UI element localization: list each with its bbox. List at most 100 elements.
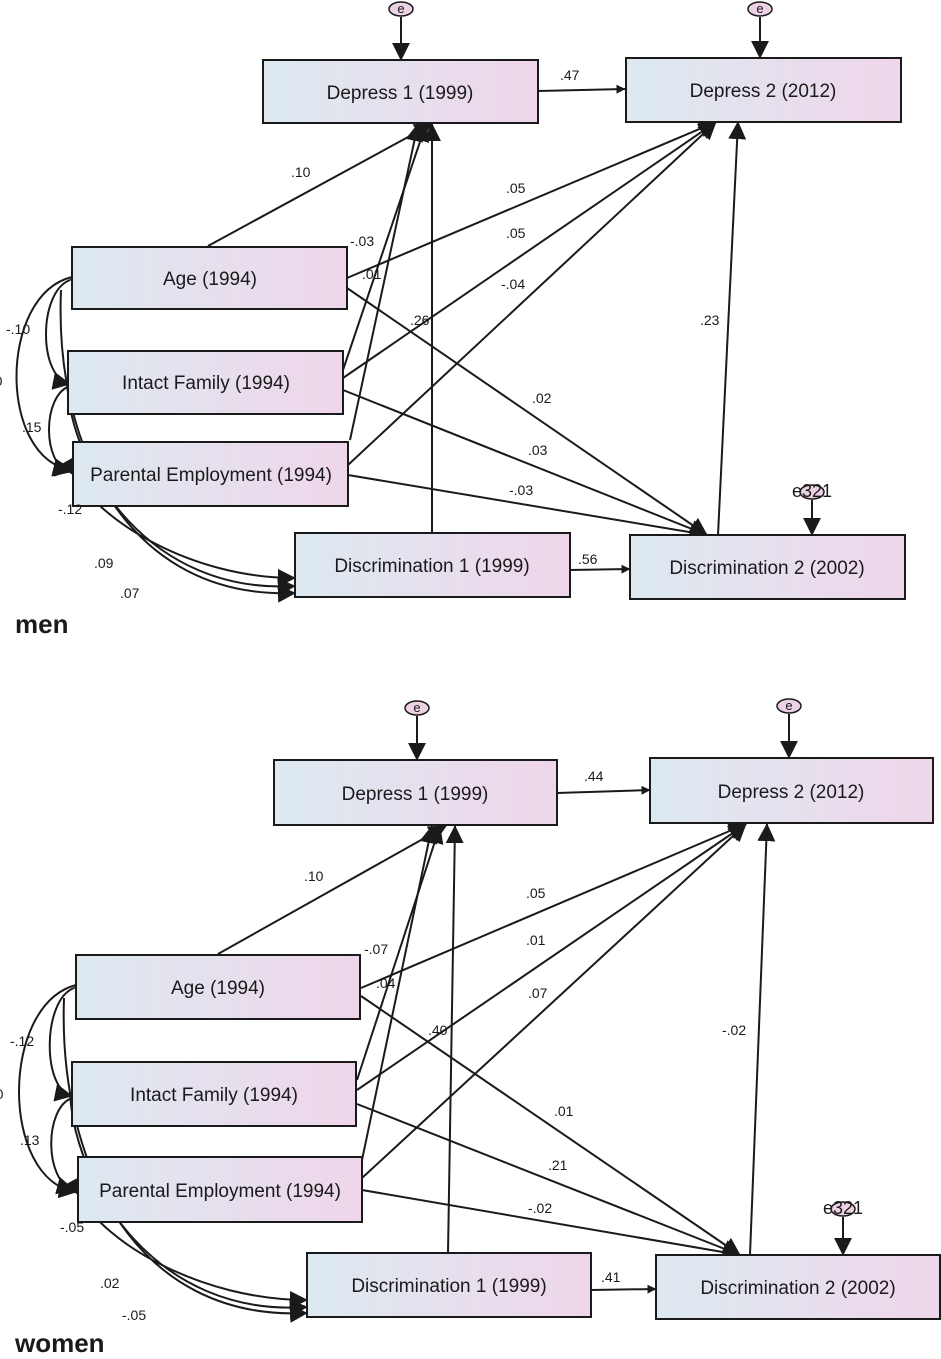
path-discrimination2-depress2: [749, 823, 776, 1256]
cov-intact-discrimination1: [69, 1091, 308, 1318]
coef-age-discrimination2: .02: [532, 390, 552, 406]
node-parental-employment-label: Parental Employment (1994): [99, 1181, 341, 1202]
coef-discrimination1-depress1: .26: [410, 312, 430, 328]
path-depress1-depress2: [556, 785, 651, 795]
path-discrimination1-discrimination2: [590, 1284, 657, 1294]
coef-discrimination1-depress1: .40: [428, 1022, 448, 1038]
path-parental-discrimination2: [361, 1189, 741, 1261]
coef-cov-intact-discrimination1: .09: [94, 555, 114, 571]
coef-age-depress1: .10: [304, 868, 324, 884]
node-intact-family-label: Intact Family (1994): [122, 373, 290, 394]
error-circle-discrimination2: [799, 484, 825, 500]
coef-cov-parental-discrimination1: -.12: [58, 501, 82, 517]
coef-cov-age-parental: .00: [0, 373, 3, 389]
error-circle-discrimination2: [830, 1201, 856, 1217]
cov-intact-parental: [48, 372, 90, 477]
node-discrimination1: [306, 1252, 592, 1318]
coef-cov-age-discrimination1: .07: [120, 585, 140, 601]
coef-cov-age-intact: -.12: [10, 1033, 34, 1049]
path-discrimination1-discrimination2: [569, 564, 631, 574]
cov-age-parental: [15, 264, 91, 477]
error-circle-depress1: [388, 1, 414, 17]
node-discrimination2-label: Discrimination 2 (2002): [669, 558, 864, 579]
cov-intact-parental: [50, 1083, 92, 1195]
cov-age-parental: [18, 971, 95, 1199]
group-women: e e e321 Depress 1 (1999) Depress: [0, 698, 941, 1358]
coef-depress1-depress2: .47: [560, 67, 580, 83]
path-parental-depress2: [361, 823, 747, 1179]
path-intact-depress2: [356, 823, 747, 1091]
path-discrimination2-depress2: [717, 121, 747, 536]
group-title-men: men: [15, 609, 68, 639]
node-discrimination1-label: Discrimination 1 (1999): [334, 556, 529, 577]
coef-cov-intact-parental: .13: [20, 1132, 40, 1148]
coef-depress1-depress2: .44: [584, 768, 604, 784]
path-age-depress1: [217, 825, 447, 955]
coef-cov-age-discrimination1: -.05: [122, 1307, 146, 1323]
coef-parental-depress1: .04: [376, 975, 396, 991]
coef-age-discrimination2: .01: [554, 1103, 574, 1119]
node-depress2: [649, 757, 934, 824]
path-age-discrimination2: [360, 995, 741, 1256]
error-label-depress1: e: [397, 1, 404, 16]
coef-intact-depress2: .01: [526, 932, 546, 948]
coef-parental-discrimination2: -.03: [509, 482, 533, 498]
cov-age-intact: [45, 265, 90, 390]
node-parental-employment: [77, 1156, 363, 1223]
path-parental-depress1: [349, 123, 424, 441]
error-circle-depress2: [776, 698, 802, 714]
coef-cov-age-intact: -.10: [6, 321, 30, 337]
coef-intact-discrimination2: .21: [548, 1157, 568, 1173]
node-discrimination2: [655, 1254, 941, 1320]
node-age: [75, 954, 361, 1020]
node-discrimination1: [294, 532, 571, 598]
coef-intact-depress1: -.03: [350, 233, 374, 249]
coef-parental-depress2: -.04: [501, 276, 525, 292]
coef-cov-intact-discrimination1: .02: [100, 1275, 120, 1291]
error-circle-depress2: [747, 1, 773, 17]
coef-intact-discrimination2: .03: [528, 442, 548, 458]
path-parental-depress1: [361, 825, 438, 1161]
coef-intact-depress2: .05: [506, 225, 526, 241]
error-label-depress2: e: [756, 1, 763, 16]
node-depress2-label: Depress 2 (2012): [718, 782, 865, 803]
error-label-discrimination2: e321: [823, 1198, 863, 1218]
path-parental-discrimination2: [347, 474, 708, 542]
node-age-label: Age (1994): [163, 269, 257, 290]
path-age-depress2: [360, 822, 747, 989]
path-intact-depress1: [356, 825, 444, 1081]
path-intact-depress1: [342, 123, 430, 371]
coef-discrimination1-discrimination2: .41: [601, 1269, 621, 1285]
coef-cov-parental-discrimination1: -.05: [60, 1219, 84, 1235]
path-intact-depress2: [342, 121, 717, 379]
coef-cov-intact-parental: .15: [22, 419, 42, 435]
coef-age-depress2: .05: [526, 885, 546, 901]
node-depress1: [273, 759, 558, 826]
coef-parental-discrimination2: -.02: [528, 1200, 552, 1216]
path-discrimination1-depress1: [445, 825, 464, 1254]
cov-age-discrimination1: [62, 997, 308, 1323]
path-age-discrimination2: [346, 287, 708, 536]
error-label-discrimination2: e321: [792, 481, 832, 501]
node-depress1: [262, 59, 539, 124]
node-depress2: [625, 57, 902, 123]
node-discrimination1-label: Discrimination 1 (1999): [351, 1276, 546, 1297]
coef-discrimination1-discrimination2: .56: [578, 551, 598, 567]
error-circle-depress1: [404, 700, 430, 716]
path-age-depress2: [346, 120, 717, 279]
cov-age-intact: [48, 973, 94, 1102]
node-intact-family-label: Intact Family (1994): [130, 1085, 298, 1106]
path-intact-discrimination2: [342, 389, 708, 538]
node-depress2-label: Depress 2 (2012): [690, 81, 837, 102]
path-intact-discrimination2: [356, 1103, 741, 1258]
coef-age-depress2: .05: [506, 180, 526, 196]
coef-intact-depress1: -.07: [364, 941, 388, 957]
node-intact-family: [67, 350, 344, 415]
error-label-depress2: e: [785, 698, 792, 713]
coef-discrimination2-depress2: .23: [700, 312, 720, 328]
coef-discrimination2-depress2: -.02: [722, 1022, 746, 1038]
coef-parental-depress2: .07: [528, 985, 548, 1001]
node-discrimination2: [629, 534, 906, 600]
path-age-depress1: [207, 123, 433, 247]
